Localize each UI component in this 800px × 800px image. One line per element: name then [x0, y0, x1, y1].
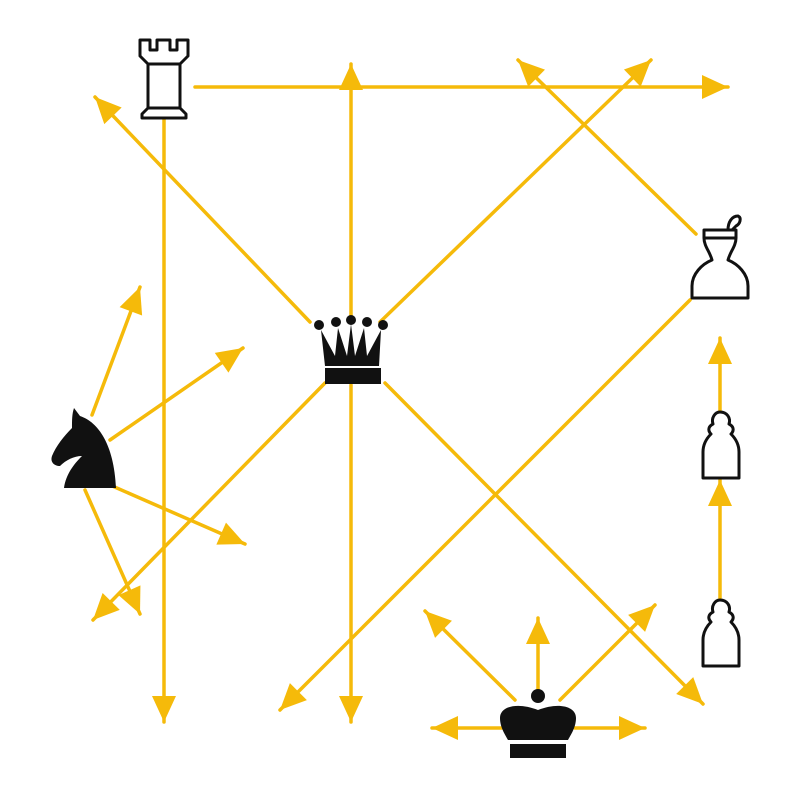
arrowhead	[425, 611, 452, 638]
arrowhead	[339, 696, 363, 722]
king-icon	[500, 689, 576, 758]
arrowhead	[119, 287, 143, 316]
arrowhead	[526, 618, 550, 644]
rook-icon	[138, 38, 190, 120]
pawn-icon	[701, 410, 741, 480]
arrow-queen-up-left	[93, 95, 312, 324]
arrowheads	[93, 60, 732, 740]
arrowhead	[118, 585, 141, 614]
arrowhead	[628, 605, 655, 632]
arrow-bishop-down-left	[278, 298, 692, 712]
arrowhead	[214, 348, 243, 373]
arrow-queen-up-right	[378, 58, 653, 324]
move-arrows	[83, 58, 730, 730]
pawn-icon	[701, 598, 741, 668]
arrow-bishop-up-left	[516, 58, 698, 236]
queen-icon	[314, 315, 388, 384]
bishop-icon	[690, 214, 750, 300]
arrow-queen-down-left	[91, 381, 327, 622]
arrowhead	[518, 60, 545, 87]
arrowhead	[93, 593, 120, 620]
arrow-queen-down-right	[383, 381, 705, 706]
arrowhead	[216, 522, 245, 545]
knight-icon	[51, 408, 117, 488]
arrowhead	[95, 97, 122, 125]
arrowhead	[676, 677, 703, 704]
arrowhead	[619, 716, 645, 740]
arrowhead	[623, 60, 651, 87]
arrowhead	[432, 716, 458, 740]
arrowhead	[708, 338, 732, 364]
arrowhead	[339, 64, 363, 90]
arrowhead	[280, 683, 307, 710]
arrowhead	[152, 696, 176, 722]
arrowhead	[702, 75, 728, 99]
arrow-knight-up-shallow	[108, 346, 245, 442]
arrowhead	[708, 480, 732, 506]
